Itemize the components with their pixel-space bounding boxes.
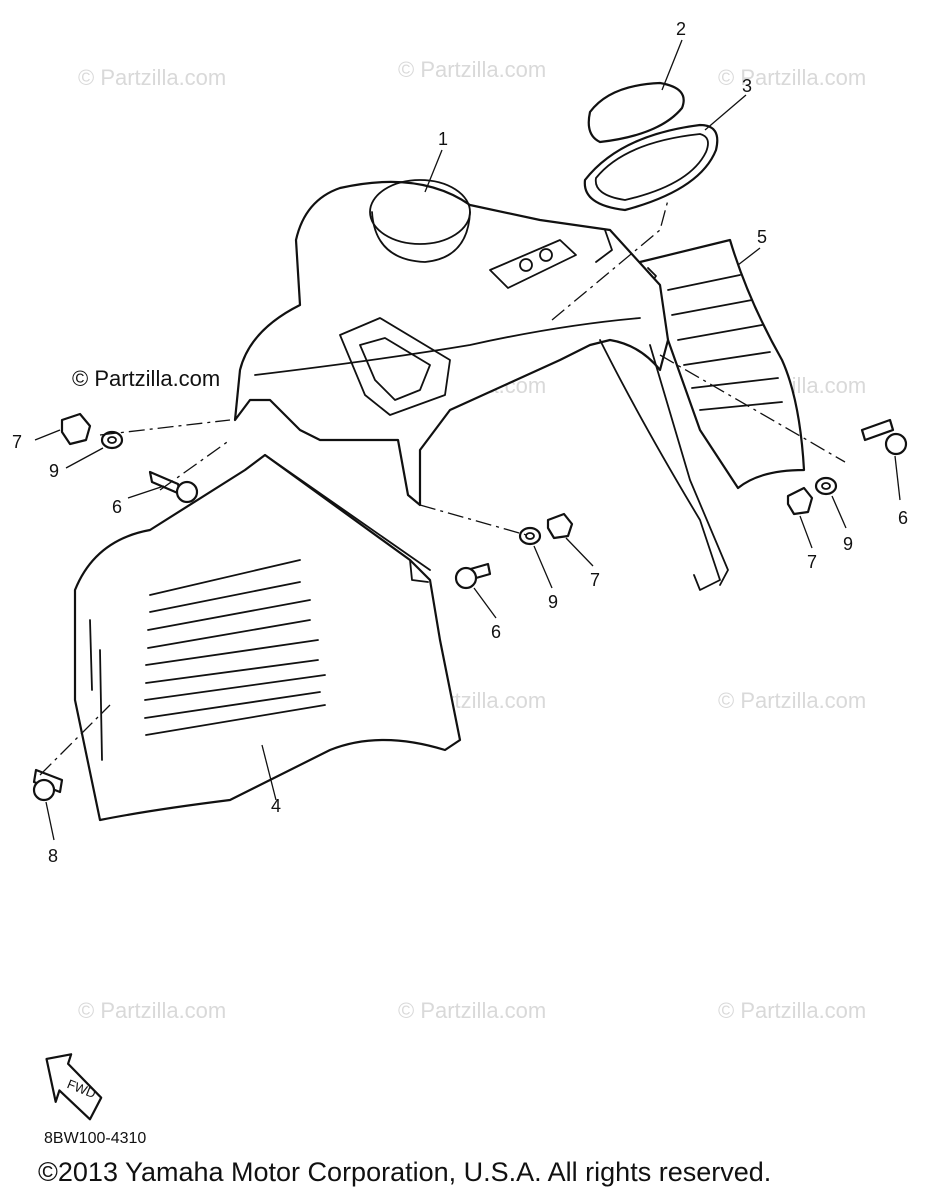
- diagram-code: 8BW100-4310: [44, 1130, 147, 1147]
- callout-2: 2: [676, 19, 686, 39]
- assembly-lines: [39, 199, 846, 776]
- callout-7: 7: [807, 552, 817, 572]
- callouts: 1 2 3 5 4 7 9 6 6 9 7 7 9: [12, 19, 908, 866]
- callout-7: 7: [590, 570, 600, 590]
- callout-4: 4: [271, 796, 281, 816]
- washer-9-center: [518, 526, 542, 546]
- callout-3: 3: [742, 76, 752, 96]
- nut-7-left: [60, 412, 92, 446]
- hardware-center: [454, 512, 574, 590]
- callout-6: 6: [898, 508, 908, 528]
- callout-9: 9: [548, 592, 558, 612]
- watermark: © Partzilla.com: [718, 65, 866, 90]
- callout-7: 7: [12, 432, 22, 452]
- watermark: © Partzilla.com: [718, 688, 866, 713]
- copyright-notice: ©2013 Yamaha Motor Corporation, U.S.A. A…: [38, 1157, 772, 1187]
- washer-9-right: [814, 476, 838, 496]
- callout-9: 9: [843, 534, 853, 554]
- watermark: © Partzilla.com: [398, 998, 546, 1023]
- hardware-left: [60, 412, 199, 504]
- part-5-right-panel: [638, 238, 806, 490]
- nut-7-center: [546, 512, 574, 540]
- part-1-front-cowl: [233, 179, 729, 591]
- watermark: © Partzilla.com: [398, 57, 546, 82]
- part-4-left-panel: [73, 453, 462, 822]
- hardware-right: [786, 418, 908, 516]
- bolt-6-right: [860, 418, 895, 442]
- part-3-gasket: [583, 123, 719, 212]
- nut-7-right: [786, 486, 814, 516]
- washer-9-left: [100, 430, 124, 450]
- callout-6: 6: [491, 622, 501, 642]
- callout-9: 9: [49, 461, 59, 481]
- watermark: © Partzilla.com: [718, 998, 866, 1023]
- callout-1: 1: [438, 129, 448, 149]
- callout-8: 8: [48, 846, 58, 866]
- hardware-bottom-left: [32, 768, 64, 802]
- bolt-6-left: [148, 470, 182, 496]
- watermark: © Partzilla.com: [78, 65, 226, 90]
- callout-5: 5: [757, 227, 767, 247]
- callout-6: 6: [112, 497, 122, 517]
- watermark: © Partzilla.com: [78, 998, 226, 1023]
- fwd-arrow-icon: FWD: [45, 1053, 103, 1121]
- part-2-lens: [587, 81, 685, 144]
- watermark-dark: © Partzilla.com: [72, 366, 220, 391]
